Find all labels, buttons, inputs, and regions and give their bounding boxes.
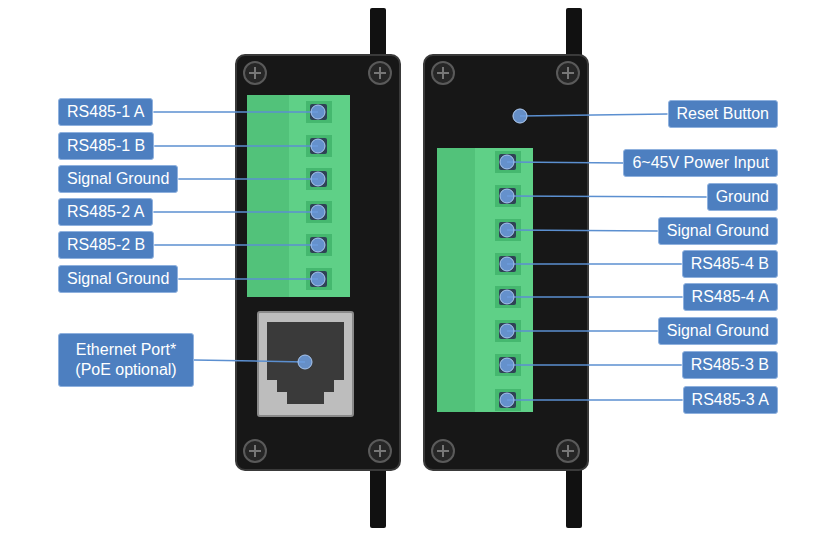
label-text: RS485-3 B — [691, 356, 769, 373]
callout-label: RS485-3 A — [683, 386, 778, 414]
label-text: RS485-1 A — [67, 103, 144, 120]
callout-label: RS485-1 A — [58, 98, 153, 126]
callout-label: 6~45V Power Input — [623, 149, 778, 177]
terminal-block — [437, 148, 533, 412]
callout-label: Signal Ground — [58, 165, 178, 193]
ethernet-port — [258, 312, 353, 416]
callout-label: RS485-1 B — [58, 132, 154, 160]
label-text: Reset Button — [677, 105, 770, 122]
leader-line — [154, 145, 318, 147]
label-text: RS485-3 A — [692, 391, 769, 408]
pin-marker — [311, 205, 325, 219]
leader-line — [507, 196, 707, 197]
pin-marker — [500, 393, 514, 407]
callout-label: Signal Ground — [58, 265, 178, 293]
label-text: RS485-2 B — [67, 236, 145, 253]
device-housing — [424, 55, 588, 470]
leader-line — [507, 364, 682, 366]
terminal-pin — [495, 151, 521, 411]
callout-label: RS485-4 B — [682, 250, 778, 278]
label-text: Signal Ground — [667, 222, 769, 239]
leader-line — [178, 278, 318, 280]
pin-marker — [500, 324, 514, 338]
label-text: Signal Ground — [67, 170, 169, 187]
label-text: RS485-1 B — [67, 137, 145, 154]
leader-line — [153, 111, 318, 113]
reset-button — [513, 109, 527, 123]
pin-marker — [500, 257, 514, 271]
leader-line — [507, 230, 658, 231]
label-text: Ethernet Port* (PoE optional) — [75, 341, 176, 378]
leader-line — [154, 244, 318, 246]
callout-label: Reset Button — [668, 100, 779, 128]
pin-marker — [311, 272, 325, 286]
callout-label: Signal Ground — [658, 317, 778, 345]
pin-marker — [500, 223, 514, 237]
leader-line — [507, 296, 683, 298]
terminal-block — [247, 95, 350, 297]
terminal-block — [247, 95, 289, 297]
leader-line — [178, 178, 318, 180]
leader-line — [194, 360, 305, 362]
callout-label: RS485-4 A — [683, 283, 778, 311]
pin-marker — [311, 172, 325, 186]
pin-marker — [513, 109, 527, 123]
pin-marker — [311, 139, 325, 153]
label-text: RS485-4 A — [692, 288, 769, 305]
pin-marker — [500, 189, 514, 203]
ethernet-socket — [267, 322, 344, 404]
leader-line — [507, 399, 683, 401]
terminal-block — [437, 148, 475, 412]
label-text: Signal Ground — [67, 270, 169, 287]
leader-line — [507, 263, 682, 265]
label-text: Signal Ground — [667, 322, 769, 339]
callout-label: RS485-2 B — [58, 231, 154, 259]
callout-label: RS485-3 B — [682, 351, 778, 379]
device-housing — [236, 55, 400, 470]
pin-marker — [500, 358, 514, 372]
pin-marker — [500, 290, 514, 304]
leader-line — [153, 211, 318, 213]
label-text: Ground — [716, 188, 769, 205]
callout-label: RS485-2 A — [58, 198, 153, 226]
label-text: 6~45V Power Input — [632, 154, 769, 171]
leader-line — [507, 162, 623, 163]
leader-line — [520, 114, 668, 116]
label-text: RS485-2 A — [67, 203, 144, 220]
pin-marker — [311, 238, 325, 252]
terminal-pin — [306, 101, 332, 290]
pin-marker — [298, 355, 312, 369]
callout-label: Ground — [707, 183, 778, 211]
callout-label: Signal Ground — [658, 217, 778, 245]
leader-line — [507, 330, 658, 332]
screw — [244, 62, 579, 462]
callout-label: Ethernet Port* (PoE optional) — [58, 333, 194, 387]
pin-marker — [311, 105, 325, 119]
label-text: RS485-4 B — [691, 255, 769, 272]
pin-marker — [500, 155, 514, 169]
